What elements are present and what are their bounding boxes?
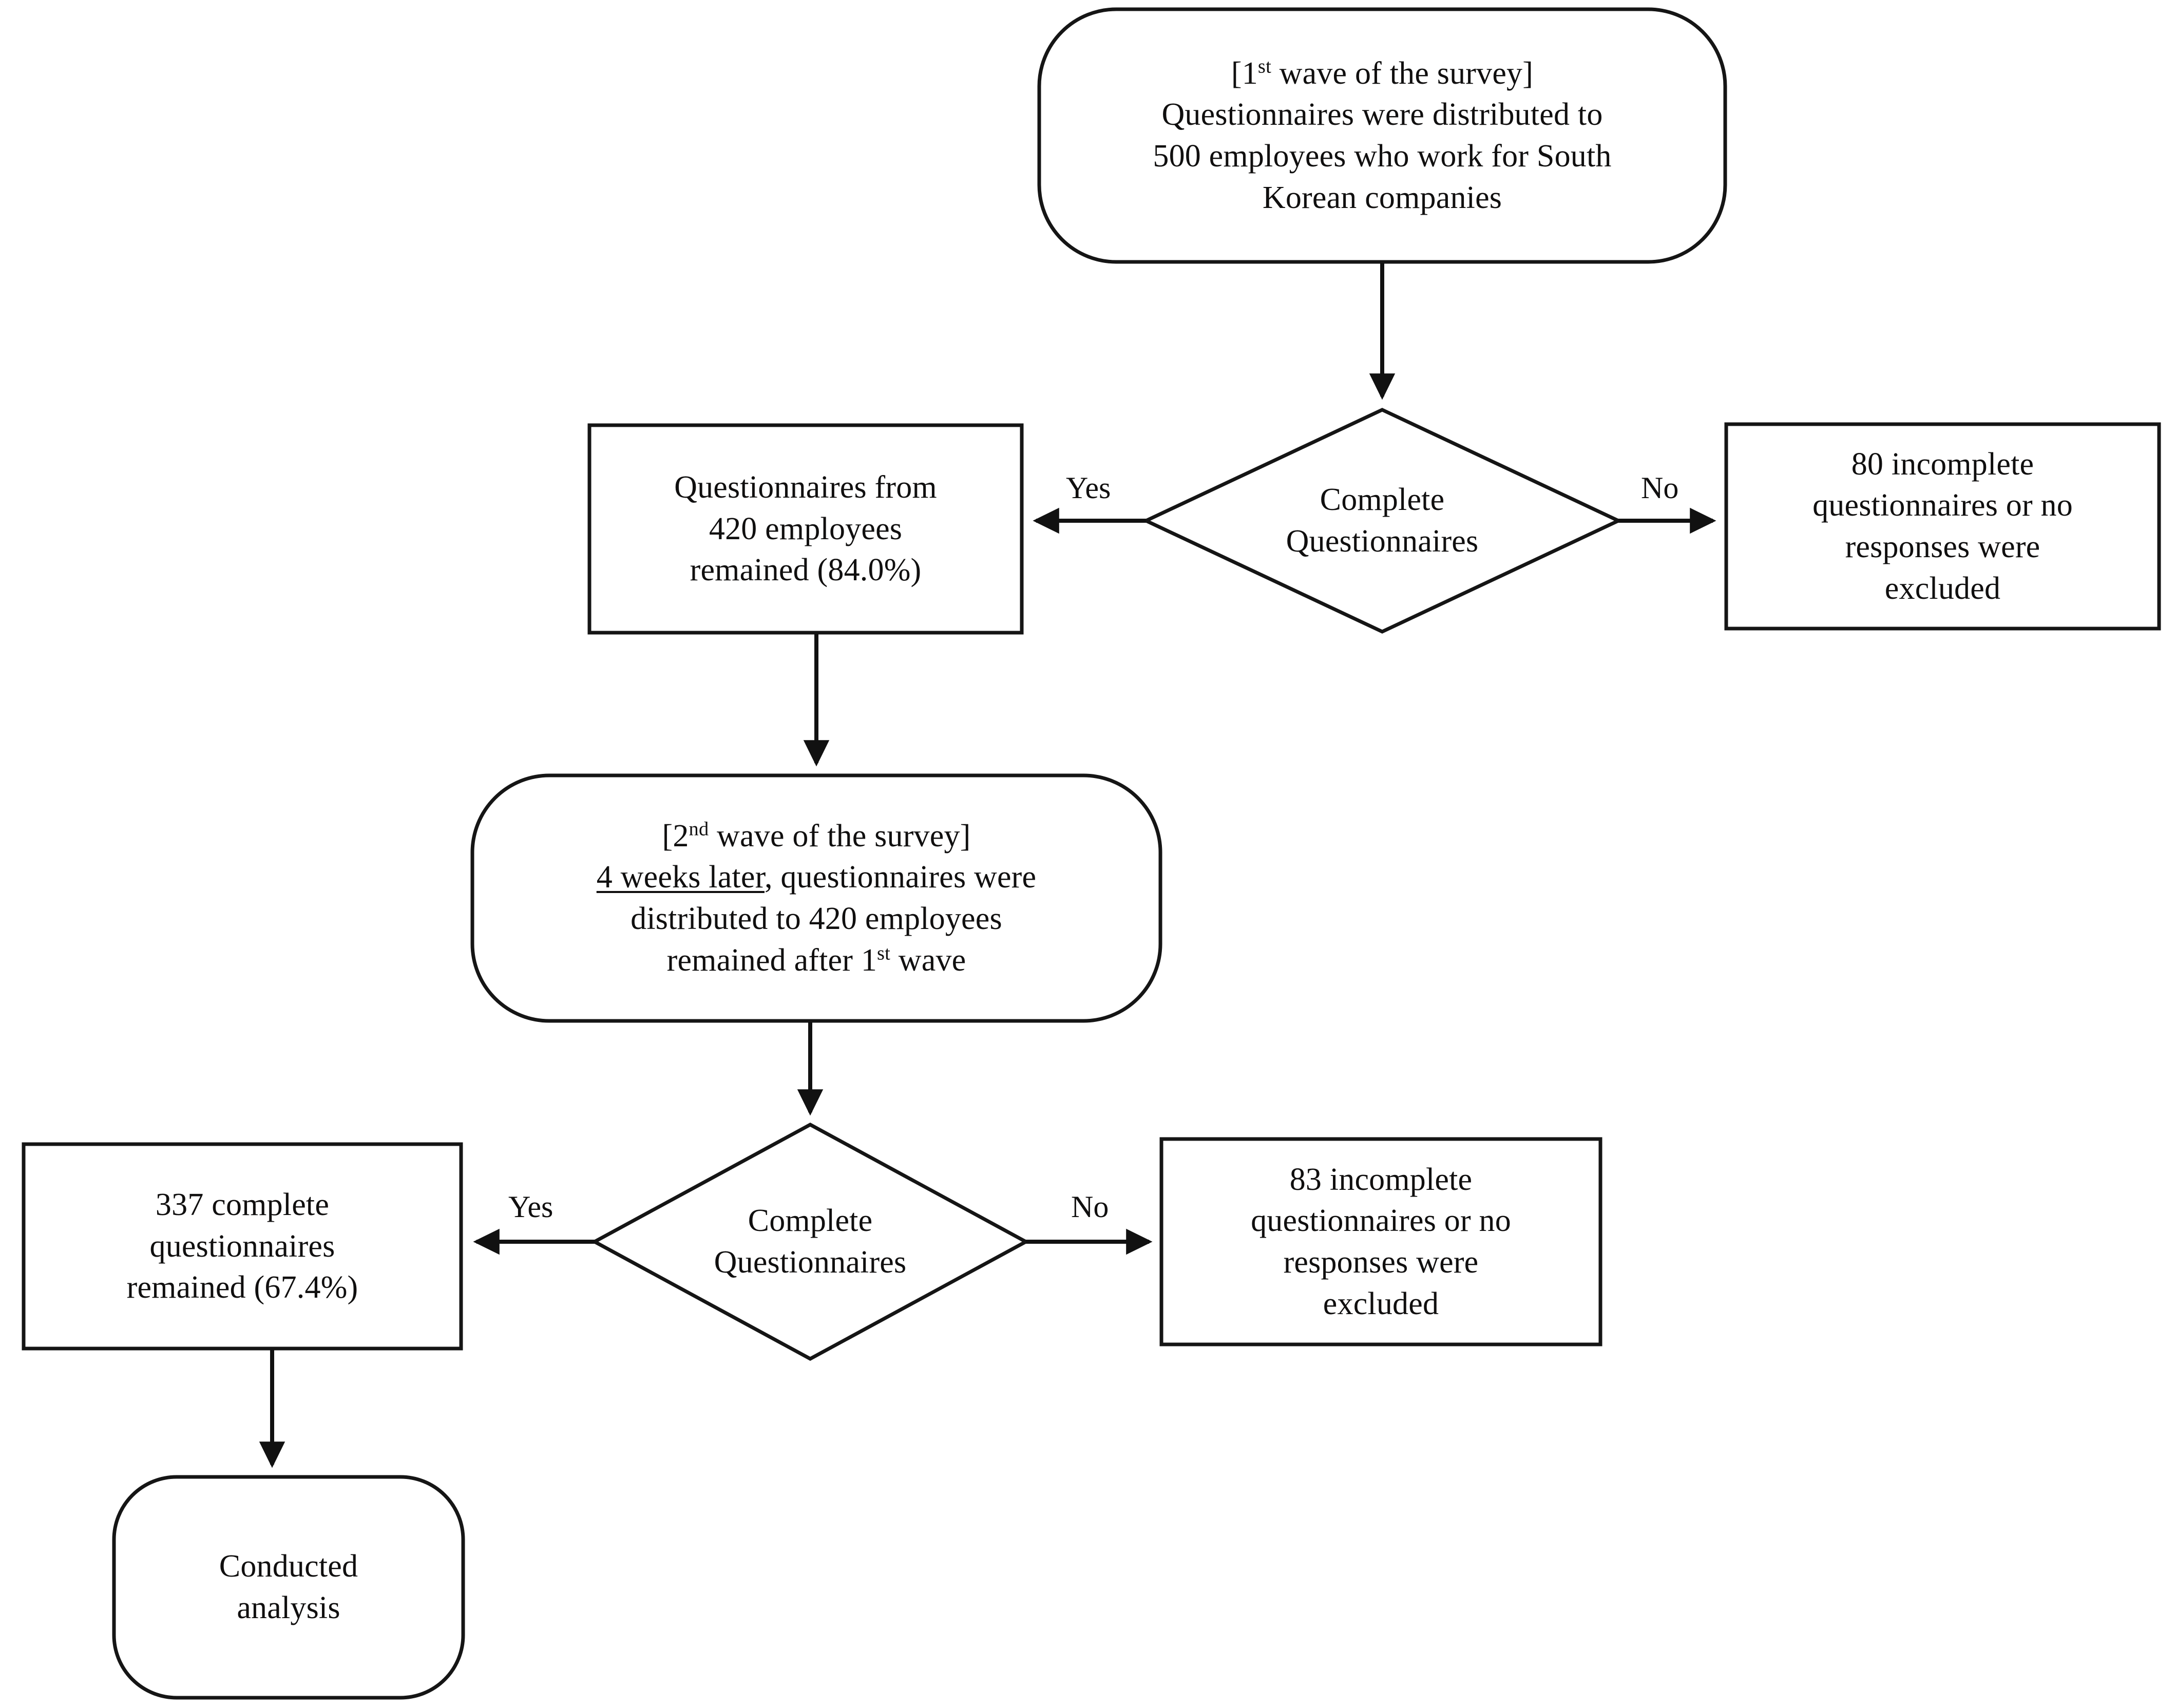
underlined-phrase: 4 weeks later [596,860,765,895]
node-wave2-line-2: 4 weeks later, questionnaires were [596,860,1037,895]
node-decision1-line-1: Complete [1320,482,1445,518]
node-decision2-line-1: Complete [748,1203,873,1239]
node-excluded83-line-1: 83 incomplete [1289,1162,1473,1197]
node-analysis-line-1: Conducted [219,1549,358,1584]
node-complete337-line-3: remained (67.4%) [126,1270,358,1305]
node-decision2-line-2: Questionnaires [714,1245,907,1280]
node-wave2-line-3: distributed to 420 employees [631,901,1002,936]
node-excluded80-shape [1724,422,2161,631]
edge-label-yes-1: Yes [1066,471,1111,505]
edge-label-no-2: No [1071,1190,1109,1224]
node-wave2-shape [470,773,1162,1023]
node-analysis-line-2: analysis [237,1590,340,1625]
node-excluded80-label: 80 incomplete questionnaires or no respo… [1726,424,2159,629]
edge-label-yes-2: Yes [508,1190,553,1224]
node-complete337-shape [22,1142,463,1351]
node-excluded83-line-4: excluded [1323,1286,1439,1321]
node-decision1-line-2: Questionnaires [1286,524,1479,559]
node-complete337-label: 337 complete questionnaires remained (67… [24,1144,461,1349]
node-remained420-shape [587,423,1024,635]
node-wave1-line-1: [1st wave of the survey] [1231,55,1534,91]
node-remained420-line-2: 420 employees [709,511,903,546]
node-excluded83-shape [1159,1137,1602,1346]
node-excluded80-line-4: excluded [1884,571,2001,606]
node-decision2-shape [590,1123,1030,1361]
node-wave2-line-4: remained after 1st wave [666,942,966,978]
node-decision2-label: Complete Questionnaires [595,1190,1026,1293]
node-wave1-label: [1st wave of the survey] Questionnaires … [1039,9,1725,262]
edge-label-no-1: No [1641,471,1679,505]
node-excluded80-line-2: questionnaires or no [1812,488,2073,523]
node-excluded83-line-3: responses were [1283,1245,1479,1280]
node-remained420-line-3: remained (84.0%) [690,553,922,588]
node-excluded83-label: 83 incomplete questionnaires or no respo… [1161,1139,1600,1344]
node-wave1-line-4: Korean companies [1262,180,1502,215]
node-remained420-line-1: Questionnaires from [674,470,937,505]
ordinal-suffix: st [877,942,891,964]
node-wave1-line-2: Questionnaires were distributed to [1161,97,1603,132]
node-wave1-shape [1037,7,1727,264]
node-decision1-shape [1141,408,1623,634]
ordinal-suffix: st [1257,55,1271,78]
node-wave2-line-1: [2nd wave of the survey] [662,818,971,853]
node-excluded83-line-2: questionnaires or no [1251,1203,1511,1239]
node-wave2-label: [2nd wave of the survey] 4 weeks later, … [472,775,1160,1021]
node-complete337-line-1: 337 complete [155,1187,330,1223]
node-excluded80-line-3: responses were [1845,529,2040,564]
node-decision1-label: Complete Questionnaires [1167,469,1598,572]
ordinal-suffix: nd [689,818,709,840]
node-complete337-line-2: questionnaires [149,1228,335,1264]
node-excluded80-line-1: 80 incomplete [1851,446,2034,482]
node-remained420-label: Questionnaires from 420 employees remain… [589,425,1022,633]
node-analysis-label: Conducted analysis [114,1477,463,1698]
node-analysis-shape [112,1475,465,1700]
node-wave1-line-3: 500 employees who work for South [1153,139,1612,174]
